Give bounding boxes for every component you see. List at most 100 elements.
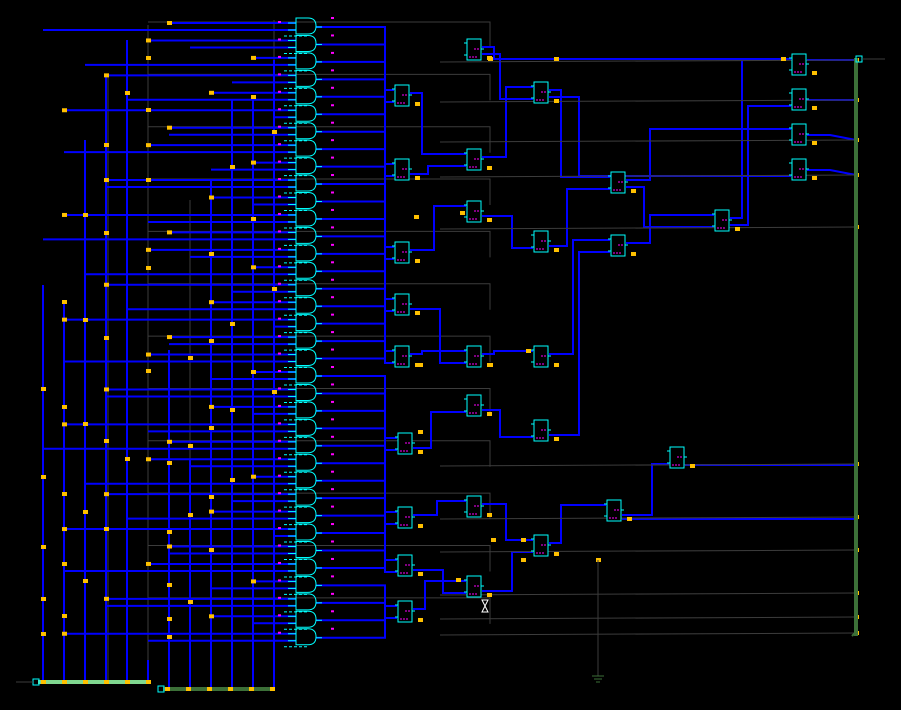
flip-flop-cell <box>464 394 484 417</box>
junction-marker <box>487 166 492 170</box>
flip-flop-cell <box>464 345 484 368</box>
wire <box>807 134 857 141</box>
junction-marker <box>415 363 420 367</box>
pin-marker <box>331 540 334 543</box>
junction-marker <box>251 579 256 584</box>
pin-marker <box>278 230 281 233</box>
pin-marker <box>331 470 334 473</box>
junction-marker <box>249 687 254 691</box>
pin-marker <box>331 156 334 159</box>
and-gate <box>278 541 322 560</box>
and-gate-body <box>295 226 317 244</box>
and-gate-body <box>295 174 317 192</box>
junction-marker <box>781 57 786 61</box>
junction-marker <box>188 600 193 604</box>
junction-marker <box>62 405 67 409</box>
pin-marker <box>331 121 334 124</box>
and-gate-body <box>295 69 317 87</box>
pin-marker <box>331 278 334 281</box>
and-gate <box>278 87 322 107</box>
and-gate <box>278 488 322 508</box>
wire <box>549 504 606 544</box>
flip-flop-cell <box>531 534 551 557</box>
and-gate <box>278 366 322 386</box>
junction-marker <box>554 248 559 252</box>
junction-marker <box>146 178 151 182</box>
wire <box>482 350 533 355</box>
wire <box>482 503 533 541</box>
wire <box>439 59 857 63</box>
pin-marker <box>331 453 334 456</box>
pin-marker <box>278 370 281 372</box>
and-gate <box>278 192 322 211</box>
and-gate-body <box>295 314 317 332</box>
junction-marker <box>812 71 817 75</box>
wire <box>482 53 533 100</box>
junction-marker <box>631 189 636 193</box>
junction-marker <box>735 227 740 231</box>
flip-flop-cell <box>789 158 809 181</box>
wire <box>549 188 610 247</box>
pin-marker <box>278 474 281 477</box>
junction-marker <box>418 572 423 576</box>
flip-flop-cell <box>608 171 628 194</box>
junction-marker <box>491 538 496 542</box>
and-gate-body <box>295 331 317 349</box>
junction-marker <box>554 437 559 441</box>
junction-marker <box>690 464 695 468</box>
flip-flop-cell <box>531 230 551 253</box>
pin-marker <box>331 592 334 595</box>
wire <box>316 200 394 248</box>
pin-marker <box>278 352 281 355</box>
wire <box>316 566 397 573</box>
and-gate <box>278 628 322 648</box>
junction-marker <box>146 56 151 60</box>
junction-marker <box>456 578 461 582</box>
wire <box>316 148 394 177</box>
and-gate-body <box>295 523 317 541</box>
and-gate <box>278 314 322 334</box>
pin-marker <box>278 143 281 146</box>
pin-marker <box>331 610 334 613</box>
pin-marker <box>331 104 334 107</box>
pin-marker <box>331 69 334 72</box>
junction-marker <box>554 57 559 61</box>
junction-marker <box>104 73 109 78</box>
flip-flop-cell <box>395 506 415 529</box>
and-gate <box>278 453 322 473</box>
junction-marker <box>104 282 109 287</box>
wire <box>316 617 397 639</box>
junction-marker <box>554 363 559 367</box>
wire <box>482 409 533 438</box>
wire <box>622 463 669 516</box>
junction-marker <box>627 517 632 521</box>
pin-marker <box>278 335 281 338</box>
pin-marker <box>278 317 281 320</box>
pin-marker <box>278 544 281 547</box>
junction-marker <box>812 141 817 145</box>
pin-marker <box>331 34 334 37</box>
junction-marker <box>146 369 151 373</box>
pin-marker <box>278 55 281 58</box>
junction-marker <box>209 495 214 499</box>
junction-marker <box>62 680 67 684</box>
junction-marker <box>251 55 256 60</box>
junction-marker <box>104 178 109 183</box>
and-gate-body <box>295 52 317 70</box>
pin-marker <box>331 208 334 211</box>
and-gate-body <box>295 471 317 489</box>
wire <box>626 186 714 228</box>
wire <box>482 86 533 158</box>
junction-marker <box>62 562 67 566</box>
junction-marker <box>188 444 193 448</box>
and-gate <box>278 279 322 299</box>
junction-marker <box>209 614 214 619</box>
input-bus <box>163 687 273 691</box>
junction-marker <box>146 143 151 148</box>
junction-marker <box>167 335 172 340</box>
junction-marker <box>414 215 419 219</box>
and-gate-body <box>295 157 317 175</box>
junction-marker <box>167 21 172 25</box>
junction-marker <box>83 579 88 583</box>
junction-marker <box>83 318 88 322</box>
